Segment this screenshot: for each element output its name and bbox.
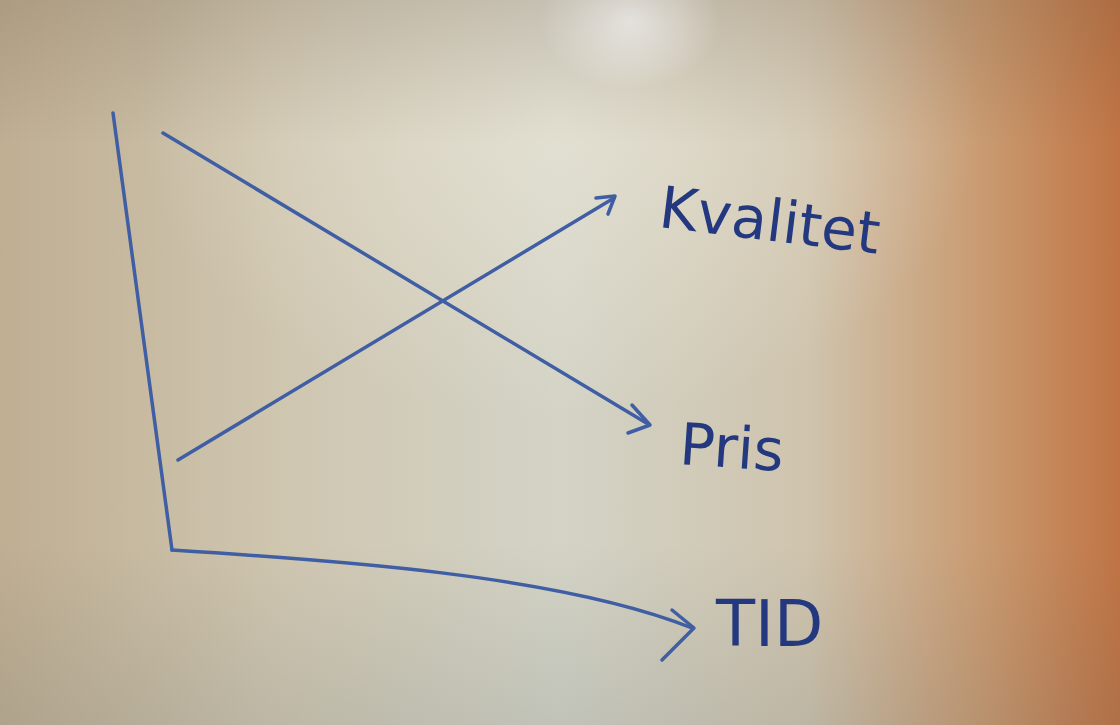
arrowhead [596,196,615,214]
vertical-axis [113,113,172,550]
arrowhead [628,405,650,433]
time-axis [172,550,692,628]
price-arrow [163,133,648,424]
handwritten-label: TID [716,592,823,656]
handwritten-label: Pris [678,415,786,480]
quality-arrow [178,198,614,460]
arrowhead [662,610,694,660]
